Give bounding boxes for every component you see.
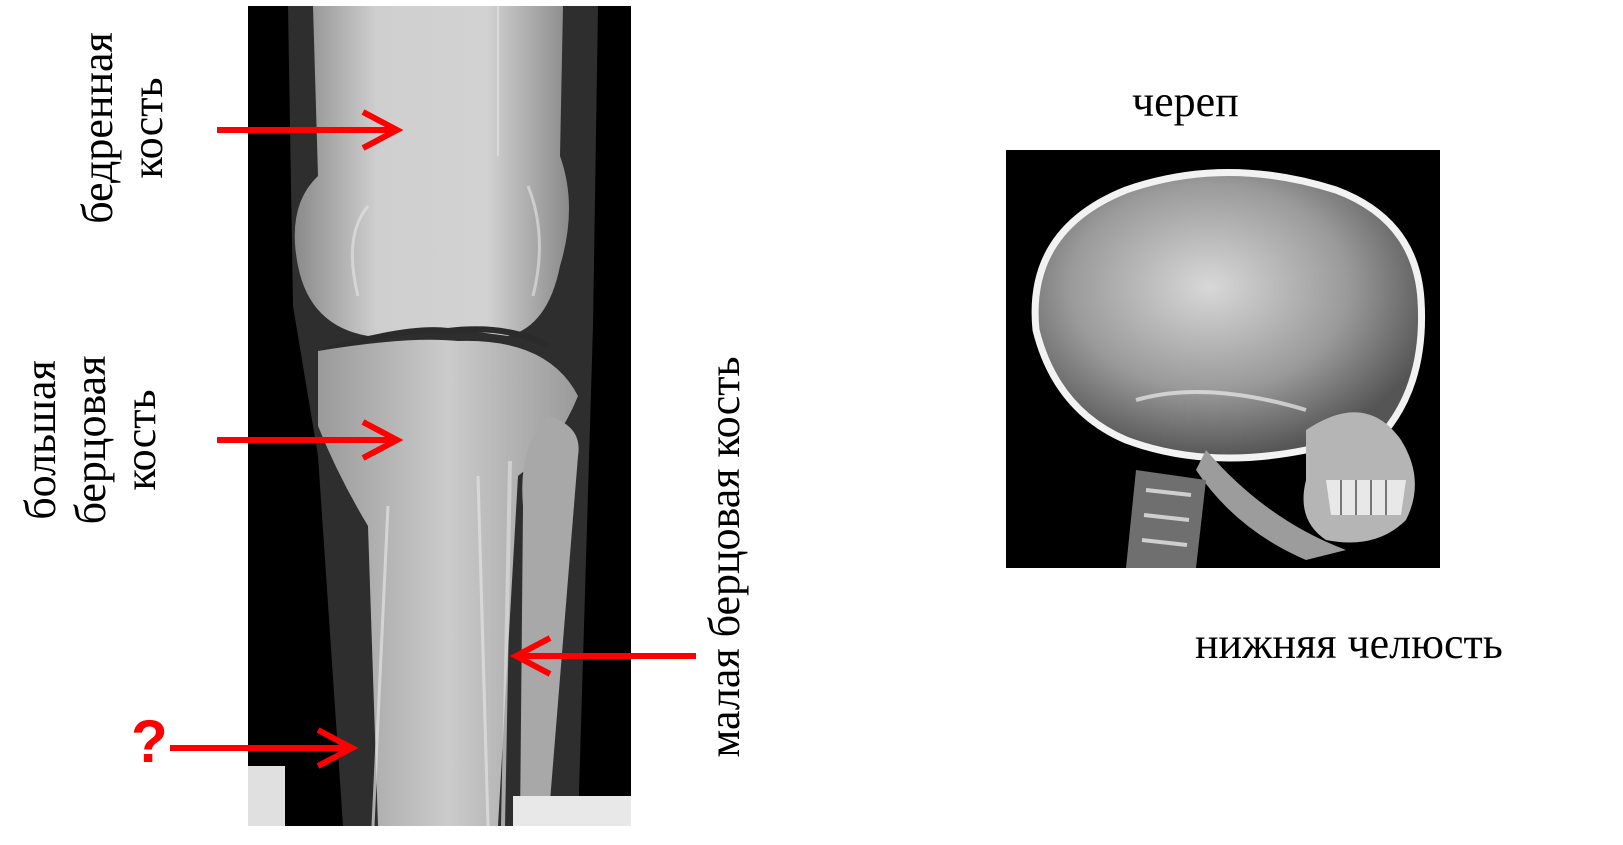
femur-label-line1: бедренная xyxy=(73,32,123,224)
arrow-tibia xyxy=(215,418,405,462)
tibia-label-line1: большая xyxy=(16,356,66,525)
skull-xray-image xyxy=(1006,150,1440,568)
tibia-label: большая берцовая кость xyxy=(16,356,166,525)
tibia-label-line2: берцовая xyxy=(66,356,116,525)
femur-label: бедренная кость xyxy=(73,32,173,224)
femur-label-line2: кость xyxy=(123,32,173,224)
question-mark: ? xyxy=(131,712,168,772)
fibula-label: малая берцовая кость xyxy=(700,356,750,757)
arrow-fibula xyxy=(508,634,698,678)
skull-label: череп xyxy=(1132,76,1239,127)
arrow-femur xyxy=(215,108,405,152)
mandible-label: нижняя челюсть xyxy=(1195,618,1503,669)
arrow-unknown xyxy=(168,726,360,770)
tibia-label-line3: кость xyxy=(116,356,166,525)
